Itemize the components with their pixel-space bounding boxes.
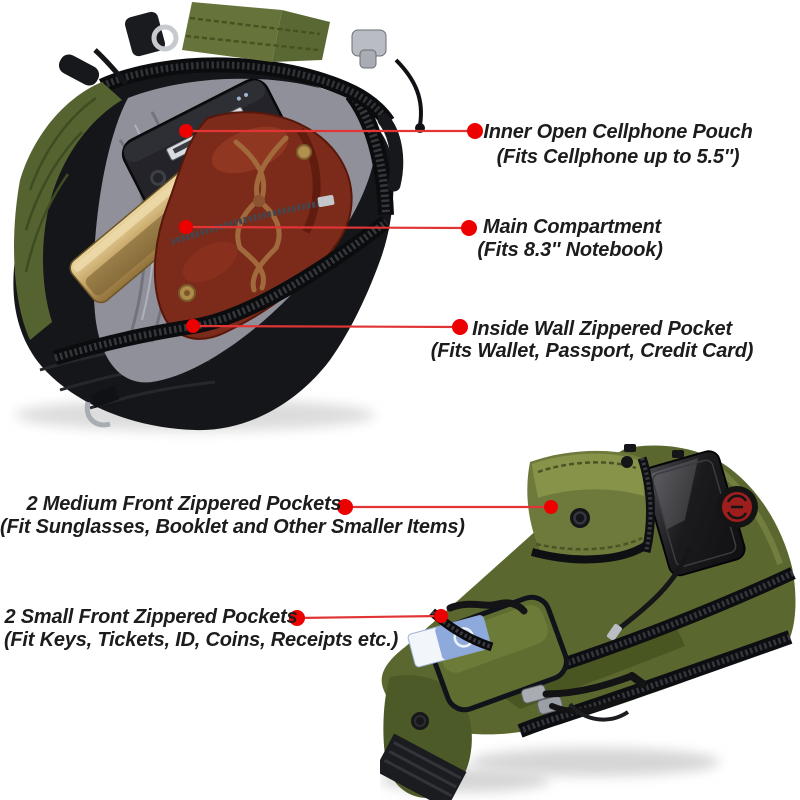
brass-snap bbox=[296, 144, 312, 160]
callout-subtitle-inner-cellphone-pouch: (Fits Cellphone up to 5.5'') bbox=[496, 146, 740, 168]
small-front-pocket bbox=[407, 594, 569, 713]
callout-title-small-front-pockets: 2 Small Front Zippered Pockets bbox=[4, 606, 298, 628]
callout-subtitle-medium-front-pockets: (Fit Sunglasses, Booklet and Other Small… bbox=[0, 516, 465, 538]
zipper-sliders bbox=[520, 672, 647, 722]
callout-subtitle-small-front-pockets: (Fit Keys, Tickets, ID, Coins, Receipts … bbox=[3, 629, 399, 651]
hanging-strap bbox=[377, 113, 404, 192]
zipper-slider-left bbox=[58, 11, 179, 86]
logo-patch bbox=[716, 486, 758, 528]
top-webbing bbox=[182, 2, 330, 62]
front-flap-pocket bbox=[527, 450, 652, 564]
callout-title-inner-cellphone-pouch: Inner Open Cellphone Pouch bbox=[483, 121, 753, 143]
usb-cable bbox=[606, 546, 693, 641]
snap-button bbox=[411, 712, 429, 730]
callout-title-main-compartment: Main Compartment bbox=[483, 216, 661, 238]
leather-wallet bbox=[153, 111, 353, 340]
callout-title-inside-wall-pocket: Inside Wall Zippered Pocket bbox=[472, 318, 732, 340]
d-ring bbox=[84, 385, 120, 428]
snap-button bbox=[570, 508, 590, 528]
black-phone bbox=[642, 450, 746, 577]
inner-pocket-zipper bbox=[171, 195, 335, 245]
callout-title-medium-front-pockets: 2 Medium Front Zippered Pockets bbox=[26, 493, 342, 515]
snap-button bbox=[621, 456, 633, 468]
strap-wing bbox=[380, 675, 472, 800]
green-side-panel bbox=[14, 82, 123, 340]
webbing-strap bbox=[380, 733, 467, 800]
sling-bag-front-photo bbox=[380, 444, 796, 800]
callout-subtitle-inside-wall-pocket: (Fits Wallet, Passport, Credit Card) bbox=[430, 340, 754, 362]
pocket-zipper bbox=[624, 444, 684, 554]
rubber-zipper-pull bbox=[446, 599, 528, 615]
callout-subtitle-main-compartment: (Fits 8.3'' Notebook) bbox=[477, 239, 663, 261]
open-bag-interior-photo bbox=[13, 2, 425, 431]
